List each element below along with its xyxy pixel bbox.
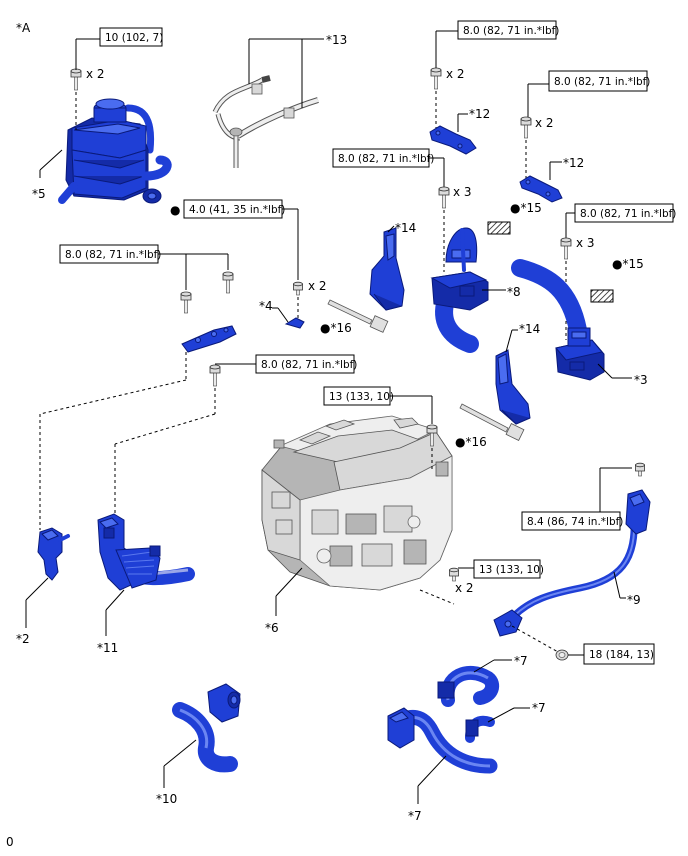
connector-part [430, 227, 489, 353]
part-callout-2: *2 [16, 632, 30, 646]
connector-part [511, 259, 605, 381]
quantity-label: x 2 [308, 279, 327, 293]
bolt-icon [449, 567, 459, 582]
torque-spec: 8.0 (82, 71 in.*lbf) [261, 359, 357, 371]
quantity-label: x 3 [576, 236, 595, 250]
bolt-icon [293, 281, 303, 296]
hose-part [465, 715, 495, 743]
torque-spec: 8.0 (82, 71 in.*lbf) [554, 76, 650, 88]
bolt-icon [70, 68, 82, 91]
part-callout-7: *7 [532, 701, 546, 715]
part-callout-3: *3 [634, 373, 648, 387]
quantity-label: x 2 [86, 67, 105, 81]
reservoir-tank-part [58, 98, 172, 204]
torque-box [473, 559, 541, 579]
torque-box [521, 511, 621, 531]
bolt-icon [555, 649, 569, 661]
torque-spec: 8.0 (82, 71 in.*lbf) [65, 249, 161, 261]
bolt-icon [635, 462, 645, 477]
diagram-code: 0 [6, 835, 14, 849]
part-callout-6: *6 [265, 621, 279, 635]
part-callout-7: *7 [514, 654, 528, 668]
torque-spec: 8.0 (82, 71 in.*lbf) [338, 153, 434, 165]
part-callout-14: *14 [395, 221, 416, 235]
part-callout-12: *12 [469, 107, 490, 121]
quantity-label: x 2 [446, 67, 465, 81]
inverter-assembly-part [261, 415, 453, 591]
part-callout-8: *8 [507, 285, 521, 299]
bolt-icon [520, 116, 532, 139]
torque-spec: 4.0 (41, 35 in.*lbf) [189, 204, 285, 216]
part-callout-11: *11 [97, 641, 118, 655]
part-callout-10: *10 [156, 792, 177, 806]
quantity-label: x 3 [453, 185, 472, 199]
part-callout-15: ●*15 [612, 257, 644, 271]
part-callout-14: *14 [519, 322, 540, 336]
cable-tie-part [459, 403, 525, 441]
bracket-part [181, 325, 237, 353]
view-label: *A [16, 21, 31, 35]
hose-set-part [212, 75, 319, 168]
bolt-icon [438, 186, 450, 209]
connector-bracket-part [37, 527, 70, 581]
torque-box [583, 643, 655, 665]
torque-box [457, 20, 557, 40]
torque-spec: 8.0 (82, 71 in.*lbf) [580, 208, 676, 220]
cover-part [369, 227, 405, 311]
clip-part [284, 317, 305, 329]
hose-part [437, 666, 500, 707]
hose-part [387, 707, 498, 774]
torque-spec: 8.0 (82, 71 in.*lbf) [463, 25, 559, 37]
bolt-icon [209, 364, 221, 387]
bracket-part [429, 125, 477, 155]
bolt-icon [180, 291, 192, 314]
part-callout-4: *4 [259, 299, 273, 313]
torque-spec: 13 (133, 10) [479, 564, 544, 576]
part-callout-13: *13 [326, 33, 347, 47]
part-callout-5: *5 [32, 187, 46, 201]
quantity-label: x 2 [455, 581, 474, 595]
part-callout-16: ●*16 [455, 435, 487, 449]
bolt-icon [560, 237, 572, 260]
bracket-part [519, 175, 563, 203]
sealant-marker [487, 221, 511, 235]
part-callout-16: ●*16 [320, 321, 352, 335]
torque-box [99, 27, 163, 47]
part-callout-7: *7 [408, 809, 422, 823]
wire-harness-part [97, 513, 195, 591]
part-callout-15: ●*15 [510, 201, 542, 215]
cable-tie-part [327, 299, 389, 333]
torque-spec: 18 (184, 13) [589, 649, 654, 661]
bolt-icon [222, 271, 234, 294]
hose-part [172, 683, 241, 773]
cover-part [495, 349, 531, 425]
torque-box [255, 354, 355, 374]
torque-box [548, 70, 648, 92]
coolant-pipe-part [493, 489, 651, 637]
part-callout-9: *9 [627, 593, 641, 607]
quantity-label: x 2 [535, 116, 554, 130]
torque-spec: 10 (102, 7) [105, 32, 163, 44]
bolt-icon [430, 67, 442, 90]
torque-spec: 8.4 (86, 74 in.*lbf) [527, 516, 623, 528]
sealant-marker [590, 289, 614, 303]
part-callout-12: *12 [563, 156, 584, 170]
torque-spec: 13 (133, 10) [329, 391, 394, 403]
required-marker: ● [170, 203, 180, 217]
